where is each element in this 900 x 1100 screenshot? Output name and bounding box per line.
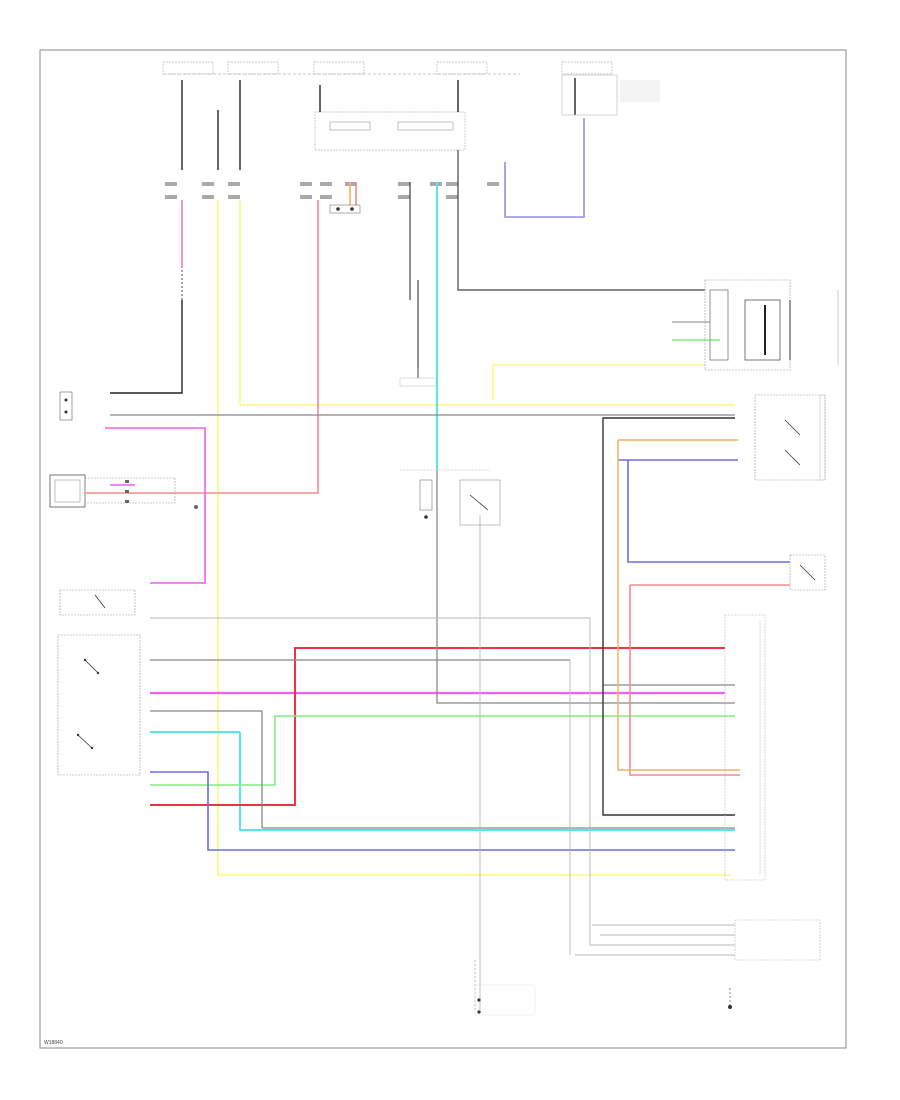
top-connector-labels <box>165 182 499 199</box>
relay-ground <box>329 204 361 214</box>
bottom-right-connector <box>728 919 821 1009</box>
fuse-box-4 <box>436 61 488 75</box>
fuse-box-5 <box>561 61 613 75</box>
fuse-box-1 <box>162 61 214 75</box>
wire-black-right <box>602 417 735 816</box>
right-switch-mid <box>789 554 826 591</box>
wire-thin-gray-bottom <box>150 515 735 1010</box>
top-fuse-row <box>162 61 613 75</box>
fuse-box-3 <box>313 61 365 75</box>
fuse-stubs <box>181 78 576 170</box>
diagram-footer-code: W18840 <box>44 1040 63 1046</box>
left-switch-top <box>59 391 73 421</box>
left-connector-pins <box>125 480 198 509</box>
wire-light-red-relay <box>150 200 319 494</box>
wire-cyan <box>150 182 735 831</box>
wire-yellow <box>217 200 735 876</box>
wire-gray <box>110 414 735 829</box>
right-relay-top-leads <box>672 321 710 341</box>
wire-blue <box>150 459 790 851</box>
fuse-box-2 <box>227 61 279 75</box>
right-top-fuse-module <box>561 74 660 116</box>
relay-box <box>314 105 466 151</box>
wire-red <box>150 647 725 806</box>
right-relay-top <box>704 279 791 371</box>
wire-orange-relay <box>349 182 357 205</box>
combination-meter <box>754 394 826 481</box>
wire-black-relay <box>409 150 705 368</box>
bottom-middle-legend <box>474 960 536 1016</box>
wire-orange-right <box>617 439 740 771</box>
combination-switch <box>57 634 141 776</box>
wire-light-red-right <box>629 584 790 776</box>
wire-black-left-lower <box>110 270 183 394</box>
middle-junction <box>400 469 501 526</box>
wire-magenta <box>105 427 206 584</box>
diagram-border <box>39 49 847 1049</box>
wire-blue-top <box>504 118 585 218</box>
left-block-connector <box>49 474 176 508</box>
middle-ground <box>399 368 437 387</box>
main-ecu-connector <box>724 614 766 881</box>
left-switch-middle <box>59 589 136 616</box>
